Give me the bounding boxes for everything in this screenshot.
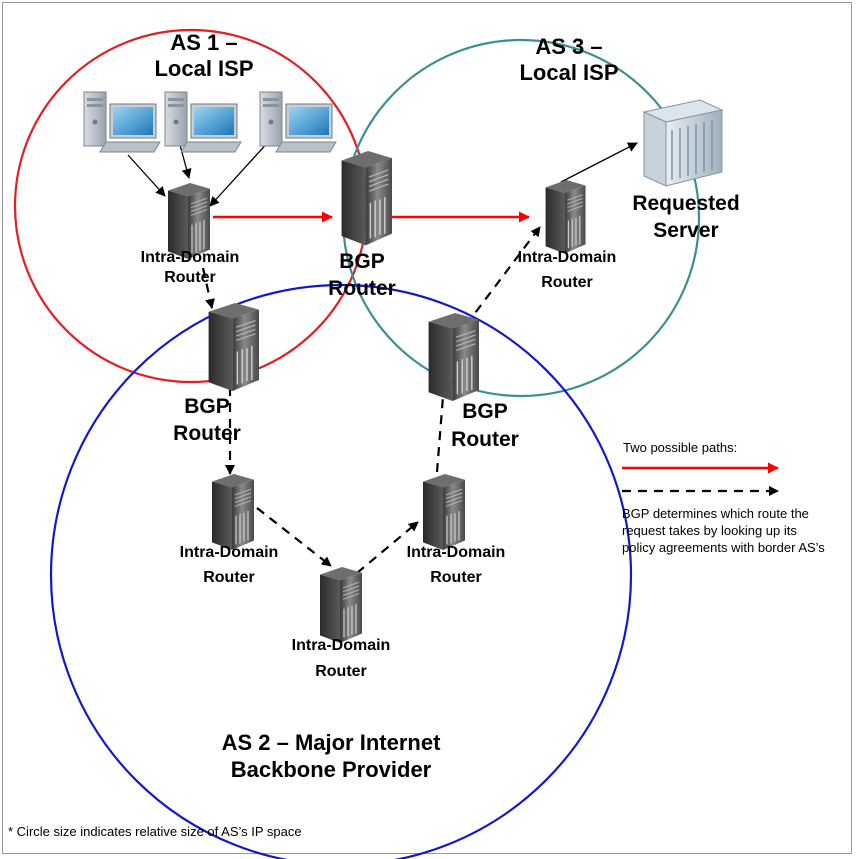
as23-bgp-router-icon [427,312,480,402]
svg-text:Router: Router [328,277,396,300]
server-label-line2: Server [653,219,718,242]
svg-text:AS 3 –: AS 3 – [535,34,602,59]
as2-intra-router-left-label-line2: Router [203,569,255,586]
workstation-3-icon [259,91,337,153]
svg-text:Router: Router [173,422,241,445]
svg-text:AS 1 –: AS 1 – [170,30,237,55]
as3-title-line1: AS 3 – [535,34,602,59]
svg-text:Router: Router [541,274,593,291]
as2-intra-router-bottom-icon [319,566,363,644]
dashed-path-segment-1 [201,267,215,309]
as23-bgp-router-label-line2: Router [451,428,519,451]
svg-text:Router: Router [430,569,482,586]
workstation-2-icon [164,91,242,153]
legend-note-line2: request takes by looking up its [622,523,797,538]
as2-intra-router-left-icon [211,473,255,551]
as2-circle [49,283,633,859]
requested-server-icon [642,99,724,187]
as2-intra-router-right-icon [422,473,466,551]
svg-text:Intra-Domain: Intra-Domain [141,249,240,266]
svg-text:Router: Router [203,569,255,586]
svg-text:Intra-Domain: Intra-Domain [180,544,279,561]
svg-text:Local ISP: Local ISP [519,60,618,85]
workstation-1-icon [83,91,161,153]
dashed-path-segment-6 [465,226,541,326]
as13-bgp-router-icon [340,150,393,247]
svg-text:Router: Router [164,269,216,286]
svg-text:Router: Router [451,428,519,451]
as2-intra-router-right-label-line1: Intra-Domain [407,544,506,561]
as13-bgp-router-label-line1: BGP [339,250,385,273]
as1-title-line1: AS 1 – [170,30,237,55]
svg-text:Local ISP: Local ISP [154,56,253,81]
as12-bgp-router-label-line1: BGP [184,395,230,418]
footnote: * Circle size indicates relative size of… [8,824,302,839]
svg-text:BGP: BGP [339,250,385,273]
svg-text:Intra-Domain: Intra-Domain [292,637,391,654]
as2-intra-router-bottom-label-line1: Intra-Domain [292,637,391,654]
svg-text:BGP: BGP [184,395,230,418]
legend-title: Two possible paths: [623,440,737,455]
svg-text:Intra-Domain: Intra-Domain [407,544,506,561]
svg-text:Requested: Requested [632,192,739,215]
as12-bgp-router-label-line2: Router [173,422,241,445]
as3-intra-router-label-line2: Router [541,274,593,291]
server-label-line1: Requested [632,192,739,215]
svg-text:request takes by looking up it: request takes by looking up its [622,523,797,538]
as13-bgp-router-label-line2: Router [328,277,396,300]
as3-title-line2: Local ISP [519,60,618,85]
svg-text:Server: Server [653,219,718,242]
svg-text:Router: Router [315,663,367,680]
svg-text:Intra-Domain: Intra-Domain [518,249,617,266]
link-router-server [560,142,638,183]
as2-title-line1: AS 2 – Major Internet [222,730,442,755]
as23-bgp-router-label-line1: BGP [462,400,508,423]
as3-intra-router-label-line1: Intra-Domain [518,249,617,266]
svg-text:Backbone Provider: Backbone Provider [231,757,432,782]
as2-intra-router-bottom-label-line2: Router [315,663,367,680]
as1-intra-router-label-line2: Router [164,269,216,286]
as1-intra-router-icon [167,182,211,260]
legend-note-line3: policy agreements with border AS’s [622,540,825,555]
svg-text:* Circle size indicates relati: * Circle size indicates relative size of… [8,824,302,839]
as2-intra-router-left-label-line1: Intra-Domain [180,544,279,561]
svg-text:policy agreements with border: policy agreements with border AS’s [622,540,825,555]
svg-text:Two possible paths:: Two possible paths: [623,440,737,455]
svg-text:BGP determines which route the: BGP determines which route the [622,506,809,521]
svg-text:AS 2 – Major Internet: AS 2 – Major Internet [222,730,442,755]
as1-title-line2: Local ISP [154,56,253,81]
as2-title-line2: Backbone Provider [231,757,432,782]
as1-intra-router-label-line1: Intra-Domain [141,249,240,266]
as3-intra-router-icon [545,179,587,255]
link-ws1-router [127,154,166,197]
link-ws3-router [209,139,271,207]
dashed-path-segment-4 [356,521,419,574]
svg-text:BGP: BGP [462,400,508,423]
as12-bgp-router-icon [207,302,260,392]
legend-note-line1: BGP determines which route the [622,506,809,521]
as2-intra-router-right-label-line2: Router [430,569,482,586]
